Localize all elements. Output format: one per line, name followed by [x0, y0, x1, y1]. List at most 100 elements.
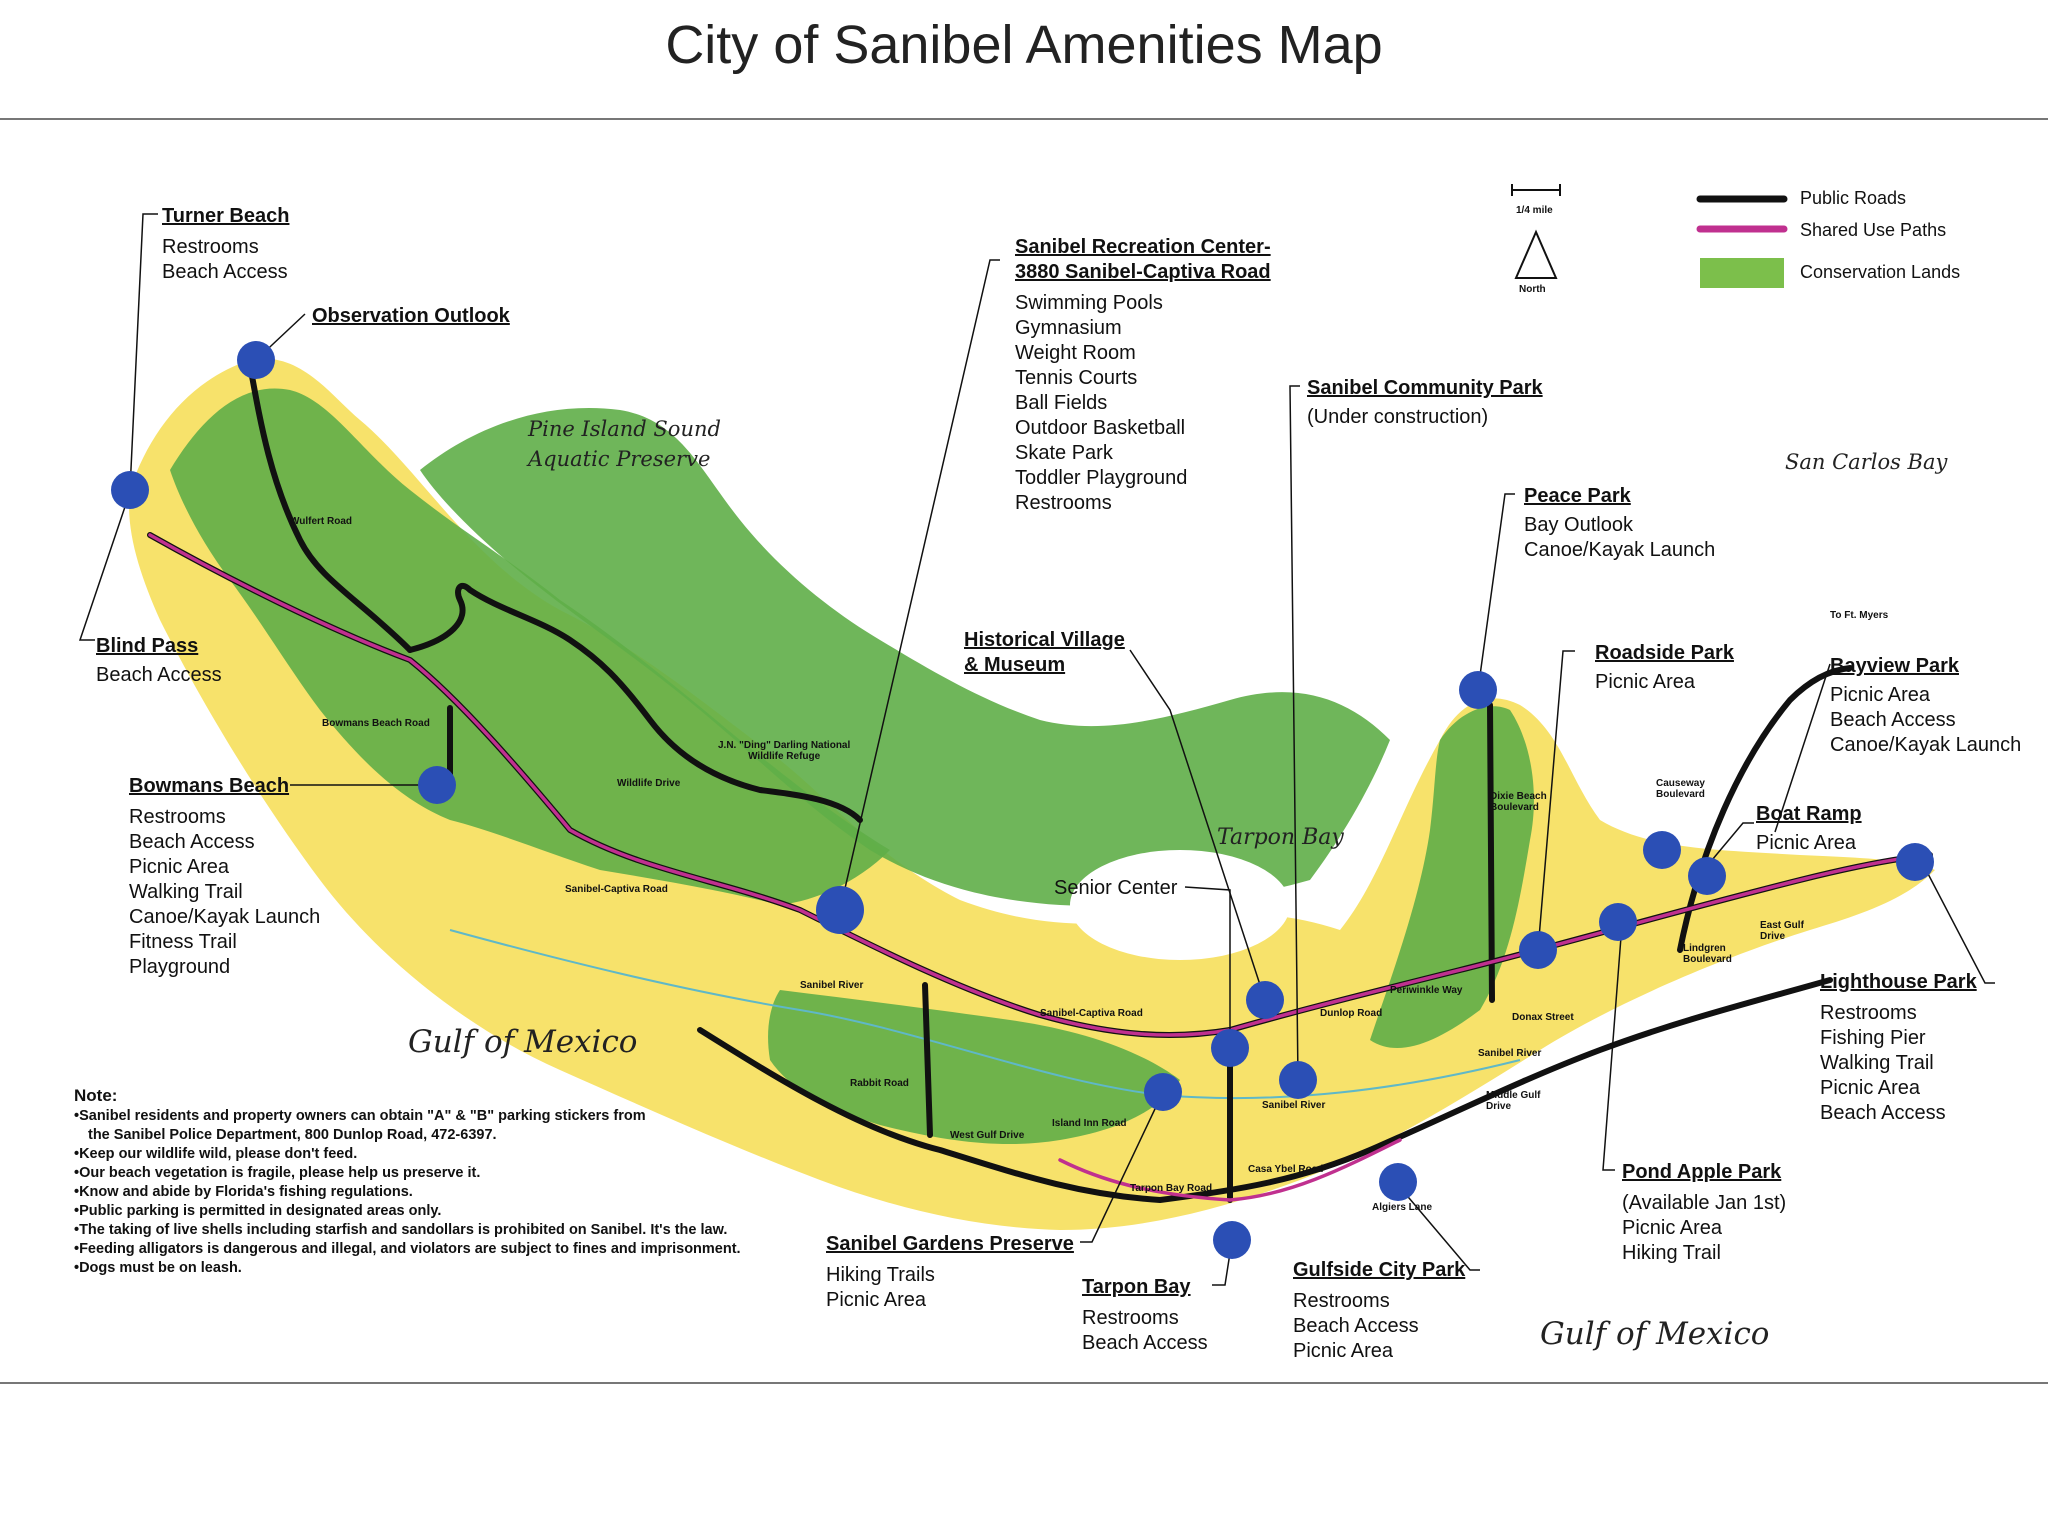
marker-recreation-center[interactable]	[816, 886, 864, 934]
amenity-blind-pass: Blind Pass Beach Access	[96, 634, 222, 688]
amenity-item: (Under construction)	[1307, 406, 1489, 428]
amenity-name: Turner Beach	[162, 205, 290, 227]
marker-pond-apple-park[interactable]	[1599, 903, 1637, 941]
marker-boat-ramp[interactable]	[1688, 857, 1726, 895]
marker-lighthouse-park[interactable]	[1896, 843, 1934, 881]
causeway-line-1: Causeway	[1656, 778, 1705, 789]
marker-peace-park[interactable]	[1459, 671, 1497, 709]
amenity-item: Canoe/Kayak Launch	[1830, 734, 2022, 756]
amenity-item: Beach Access	[162, 261, 288, 283]
amenity-item: Playground	[129, 956, 231, 978]
amenity-lighthouse-park: Lighthouse Park Restrooms Fishing Pier W…	[1820, 970, 1977, 1126]
amenity-item: Restrooms	[1015, 492, 1112, 514]
public-road-gulf-drive	[697, 977, 1833, 1203]
legend-scale-label: 1/4 mile	[1516, 205, 1553, 216]
amenity-item: Restrooms	[1820, 1002, 1917, 1024]
amenity-item: Picnic Area	[1293, 1340, 1394, 1362]
road-label-island-inn: Island Inn Road	[1052, 1118, 1127, 1129]
amenity-name: Tarpon Bay	[1082, 1276, 1191, 1298]
amenity-item: Beach Access	[1082, 1332, 1208, 1354]
amenity-name: Blind Pass	[96, 635, 199, 657]
note-text: Keep our wildlife wild, please don't fee…	[79, 1146, 358, 1162]
amenity-name: Senior Center	[1054, 877, 1178, 899]
amenity-item: Picnic Area	[1820, 1077, 1921, 1099]
note-text: Our beach vegetation is fragile, please …	[79, 1165, 481, 1181]
label-gulf-of-mexico-west: Gulf of Mexico	[408, 1024, 638, 1060]
amenity-item: Canoe/Kayak Launch	[129, 906, 321, 928]
amenity-item: Hiking Trails	[826, 1264, 935, 1286]
amenity-item: Outdoor Basketball	[1015, 417, 1186, 439]
amenity-item: Bay Outlook	[1524, 514, 1633, 536]
lindgren-line-2: Boulevard	[1683, 954, 1732, 965]
amenity-item: Beach Access	[1820, 1102, 1946, 1124]
marker-bayview-park[interactable]	[1643, 831, 1681, 869]
amenity-item: Skate Park	[1015, 442, 1113, 464]
amenity-item: Walking Trail	[1820, 1052, 1934, 1074]
note-text: Sanibel residents and property owners ca…	[79, 1108, 646, 1124]
amenity-observation-outlook: Observation Outlook	[312, 304, 510, 329]
marker-roadside-park[interactable]	[1519, 931, 1557, 969]
road-label-sanibel-river-mid: Sanibel River	[1262, 1100, 1326, 1111]
note-item: Dogs must be on leash.	[74, 1259, 741, 1278]
amenity-community-park: Sanibel Community Park (Under constructi…	[1307, 376, 1543, 430]
top-divider	[0, 118, 2048, 120]
marker-community-park[interactable]	[1279, 1061, 1317, 1099]
amenity-name-line-2: & Museum	[964, 654, 1066, 676]
amenity-item: Gymnasium	[1015, 317, 1122, 339]
note-item: Keep our wildlife wild, please don't fee…	[74, 1145, 741, 1164]
road-label-periwinkle: Periwinkle Way	[1390, 985, 1463, 996]
amenity-item: Picnic Area	[129, 856, 230, 878]
road-label-sancap-west: Sanibel-Captiva Road	[565, 884, 668, 895]
road-label-wildlife: Wildlife Drive	[617, 778, 681, 789]
ding-darling-line-1: J.N. "Ding" Darling National	[718, 740, 851, 751]
amenity-name: Sanibel Community Park	[1307, 377, 1543, 399]
amenity-roadside-park: Roadside Park Picnic Area	[1595, 641, 1734, 695]
marker-observation-outlook[interactable]	[237, 341, 275, 379]
pine-island-line-1: Pine Island Sound	[528, 417, 721, 441]
amenity-item: Canoe/Kayak Launch	[1524, 539, 1716, 561]
pine-island-line-2: Aquatic Preserve	[528, 447, 711, 471]
amenity-item: Beach Access	[129, 831, 255, 853]
amenity-item: Picnic Area	[1756, 832, 1857, 854]
north-arrow-icon	[1514, 229, 1558, 279]
label-tarpon-bay: Tarpon Bay	[1217, 825, 1344, 850]
amenity-name: Boat Ramp	[1756, 803, 1862, 825]
note-item: Public parking is permitted in designate…	[74, 1202, 741, 1221]
marker-tarpon-bay-beach[interactable]	[1213, 1221, 1251, 1259]
amenity-name: Bowmans Beach	[129, 775, 290, 797]
marker-gulfside-park[interactable]	[1379, 1163, 1417, 1201]
marker-turner-beach[interactable]	[111, 471, 149, 509]
road-label-wulfert: Wulfert Road	[290, 516, 353, 527]
amenity-item: Restrooms	[162, 236, 259, 258]
amenity-gardens-preserve: Sanibel Gardens Preserve Hiking Trails P…	[826, 1232, 1074, 1313]
amenity-item: Fishing Pier	[1820, 1027, 1926, 1049]
legend-public-roads-label: Public Roads	[1800, 188, 1907, 208]
marker-senior-center[interactable]	[1211, 1029, 1249, 1067]
causeway-line-2: Boulevard	[1656, 789, 1705, 800]
note-text: Dogs must be on leash.	[79, 1260, 242, 1276]
amenity-item: Picnic Area	[1595, 671, 1696, 693]
east-gulf-line-2: Drive	[1760, 931, 1786, 942]
road-label-to-ft-myers: To Ft. Myers	[1830, 610, 1889, 621]
note-item: The taking of live shells including star…	[74, 1221, 741, 1240]
amenity-name: Roadside Park	[1595, 642, 1734, 664]
marker-bowmans-beach[interactable]	[418, 766, 456, 804]
note-text: The taking of live shells including star…	[79, 1222, 728, 1238]
amenity-name: Peace Park	[1524, 485, 1631, 507]
label-pine-island-sound: Pine Island Sound Aquatic Preserve	[528, 414, 721, 474]
amenity-historical-village: Historical Village & Museum	[964, 628, 1125, 678]
marker-gardens-preserve[interactable]	[1144, 1073, 1182, 1111]
amenity-item: Restrooms	[1293, 1290, 1390, 1312]
amenity-name: Pond Apple Park	[1622, 1161, 1782, 1183]
marker-historical-village[interactable]	[1246, 981, 1284, 1019]
ding-darling-line-2: Wildlife Refuge	[748, 751, 821, 762]
road-label-rabbit: Rabbit Road	[850, 1078, 909, 1089]
conservation-lands-west	[170, 388, 890, 905]
amenity-peace-park: Peace Park Bay Outlook Canoe/Kayak Launc…	[1524, 484, 1715, 563]
road-label-sanibel-river-east: Sanibel River	[1478, 1048, 1542, 1059]
amenity-item: Beach Access	[1830, 709, 1956, 731]
dixie-beach-line-1: Dixie Beach	[1490, 791, 1547, 802]
amenity-turner-beach: Turner Beach Restrooms Beach Access	[162, 204, 289, 285]
road-label-tarpon-bay-road: Tarpon Bay Road	[1130, 1183, 1213, 1194]
notes-block: Note: Sanibel residents and property own…	[74, 1086, 741, 1278]
